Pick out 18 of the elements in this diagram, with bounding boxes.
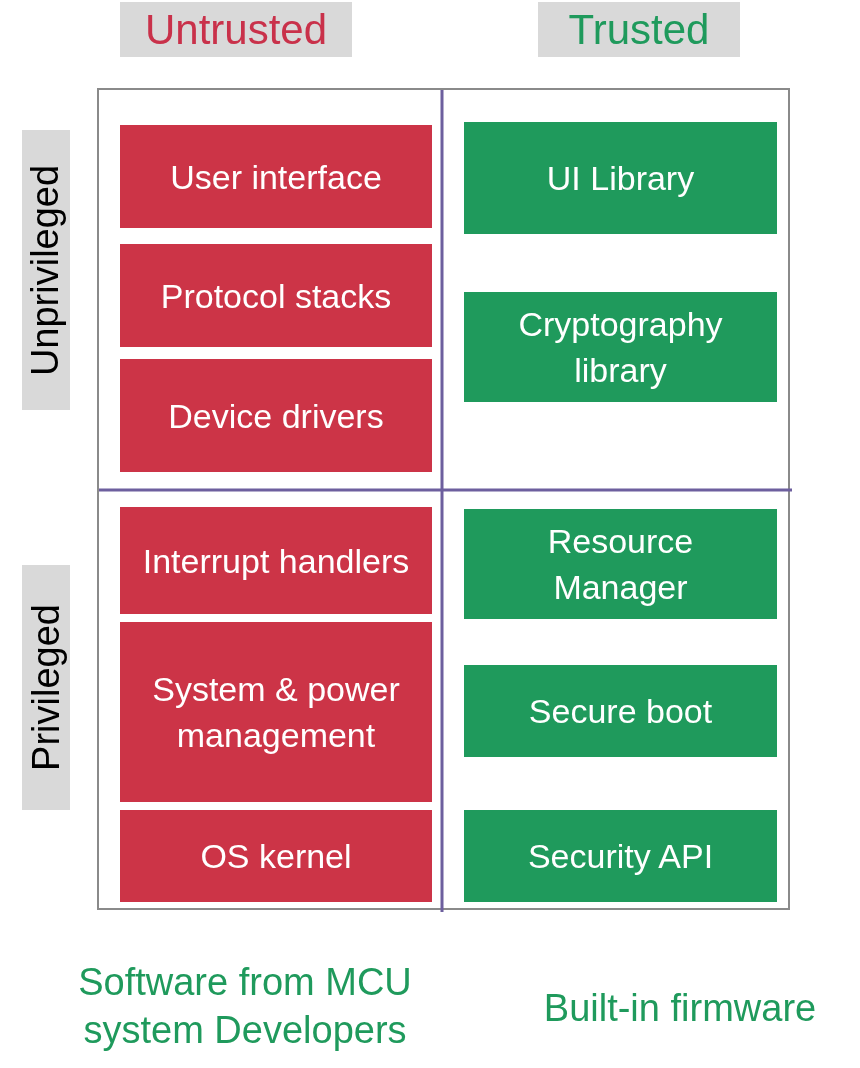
component-block: User interface (120, 125, 432, 228)
component-block: OS kernel (120, 810, 432, 902)
caption-text: Software from MCU system Developers (77, 960, 413, 1053)
column-header: Trusted (538, 2, 740, 57)
component-block: Security API (464, 810, 777, 902)
component-block: Protocol stacks (120, 244, 432, 347)
quadrant-frame (97, 88, 790, 910)
caption-text: Built-in firmware (542, 986, 818, 1031)
component-block: Resource Manager (464, 509, 777, 619)
component-block: UI Library (464, 122, 777, 234)
row-header: Privileged (22, 565, 70, 810)
component-block: Cryptography library (464, 292, 777, 402)
component-block: System & power management (120, 622, 432, 802)
component-block: Secure boot (464, 665, 777, 757)
component-block: Device drivers (120, 359, 432, 472)
row-header: Unprivileged (22, 130, 70, 410)
component-block: Interrupt handlers (120, 507, 432, 614)
column-header: Untrusted (120, 2, 352, 57)
